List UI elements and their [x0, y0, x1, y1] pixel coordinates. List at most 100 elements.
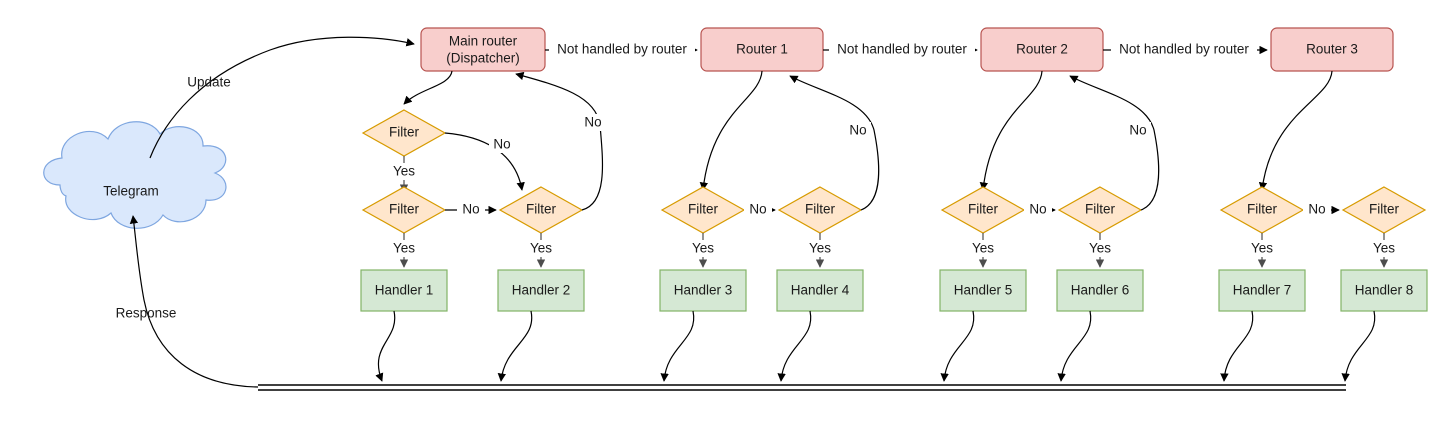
handler-node-5[interactable]: Handler 5	[939, 269, 1027, 312]
edge-handler6-to-bus	[1057, 310, 1092, 382]
handler-4-label: Handler 4	[791, 283, 850, 298]
edge-label-yes-6: Yes	[972, 241, 994, 256]
filter-3-label: Filter	[526, 202, 557, 217]
edge-label-not-handled-1: Not handled by router	[557, 42, 687, 57]
edge-label-bg-2	[829, 41, 975, 59]
edge-label-bg-yes4	[685, 240, 721, 257]
edge-filter7-no-back	[1069, 75, 1160, 211]
edge-handler8-to-bus	[1341, 310, 1376, 382]
filter-node-1[interactable]: Filter	[361, 109, 447, 157]
edge-filter5-no-back	[789, 75, 880, 211]
edge-handler1-to-bus	[375, 310, 396, 382]
edge-label-bg-yes8	[1244, 240, 1280, 257]
handler-7-box	[1218, 269, 1306, 312]
edge-filter3-no-back	[515, 71, 604, 211]
edge-label-bg-yes7	[1082, 240, 1118, 257]
filter-5-label: Filter	[805, 202, 836, 217]
telegram-cloud-node[interactable]: Telegram	[43, 121, 227, 229]
edge-handler5-to-bus	[940, 310, 975, 382]
edge-router3-to-filter8	[1258, 70, 1333, 191]
filter-node-4[interactable]: Filter	[660, 186, 746, 234]
edge-label-bg-nod	[1125, 122, 1151, 139]
edge-label-yes-5: Yes	[809, 241, 831, 256]
handler-2-box	[497, 269, 585, 312]
edge-label-bg-3	[1111, 41, 1257, 59]
filter-node-6[interactable]: Filter	[940, 186, 1026, 234]
cloud-shape	[43, 121, 227, 229]
edge-label-bg-yes5	[802, 240, 838, 257]
handler-5-box	[939, 269, 1027, 312]
edge-label-bg-noc2	[1024, 201, 1052, 218]
handler-8-box	[1340, 269, 1428, 312]
handler-node-8[interactable]: Handler 8	[1340, 269, 1428, 312]
filter-node-8[interactable]: Filter	[1219, 186, 1305, 234]
edge-label-no-c1: No	[849, 123, 866, 138]
edge-main-to-filter1	[403, 70, 453, 105]
edge-handler2-to-bus	[497, 310, 533, 382]
edge-label-yes-9: Yes	[1373, 241, 1395, 256]
filter-node-9[interactable]: Filter	[1341, 186, 1427, 234]
edge-label-bg-nob	[580, 114, 606, 131]
edge-label-no-d2: No	[1308, 202, 1325, 217]
handler-6-label: Handler 6	[1071, 283, 1130, 298]
edge-label-yes-4: Yes	[692, 241, 714, 256]
edge-response	[129, 215, 259, 388]
edge-label-bg-1	[549, 41, 695, 59]
router-main-label-line1: Main router	[449, 34, 518, 49]
edge-label-yes-1: Yes	[393, 164, 415, 179]
filter-node-5[interactable]: Filter	[777, 186, 863, 234]
handler-node-1[interactable]: Handler 1	[360, 269, 448, 312]
edge-handler7-to-bus	[1220, 310, 1254, 382]
handler-1-box	[360, 269, 448, 312]
router-1-label: Router 1	[736, 42, 788, 57]
router-2-label: Router 2	[1016, 42, 1068, 57]
filter-node-7[interactable]: Filter	[1057, 186, 1143, 234]
edge-router2-to-filter6	[979, 70, 1043, 191]
handler-1-label: Handler 1	[375, 283, 434, 298]
handler-5-label: Handler 5	[954, 283, 1013, 298]
edge-label-yes-7: Yes	[1089, 241, 1111, 256]
edge-handler3-to-bus	[660, 310, 695, 382]
handler-node-7[interactable]: Handler 7	[1218, 269, 1306, 312]
filter-9-label: Filter	[1369, 202, 1400, 217]
filter-7-label: Filter	[1085, 202, 1116, 217]
edge-label-bg-yes2	[386, 240, 422, 257]
router-node-main[interactable]: Main router (Dispatcher)	[420, 27, 546, 72]
edge-label-no-b1: No	[584, 115, 601, 130]
edge-label-bg-yes6	[965, 240, 1001, 257]
edge-label-no-a1: No	[493, 137, 510, 152]
filter-node-3[interactable]: Filter	[498, 186, 584, 234]
edge-label-bg-nod2	[1303, 201, 1331, 218]
edge-label-bg-yes1	[386, 163, 422, 180]
router-node-1[interactable]: Router 1	[700, 27, 824, 72]
handler-7-label: Handler 7	[1233, 283, 1292, 298]
edge-label-bg-noa2	[457, 201, 485, 218]
handler-2-label: Handler 2	[512, 283, 571, 298]
handler-node-3[interactable]: Handler 3	[659, 269, 747, 312]
filter-8-label: Filter	[1247, 202, 1278, 217]
edge-label-no-a2: No	[462, 202, 479, 217]
edge-label-no-b2: No	[749, 202, 766, 217]
telegram-label: Telegram	[103, 184, 159, 199]
edge-label-not-handled-2: Not handled by router	[837, 42, 967, 57]
handler-node-2[interactable]: Handler 2	[497, 269, 585, 312]
edge-label-yes-2: Yes	[393, 241, 415, 256]
handler-node-4[interactable]: Handler 4	[776, 269, 864, 312]
edge-label-bg-noa1	[489, 136, 515, 153]
edge-label-bg-yes3	[523, 240, 559, 257]
filter-node-2[interactable]: Filter	[361, 186, 447, 234]
handler-node-6[interactable]: Handler 6	[1056, 269, 1144, 312]
router-node-2[interactable]: Router 2	[980, 27, 1104, 72]
filter-6-label: Filter	[968, 202, 999, 217]
edge-label-response: Response	[116, 306, 177, 321]
edge-label-bg-noc	[845, 122, 871, 139]
handler-6-box	[1056, 269, 1144, 312]
edge-label-no-c2: No	[1029, 202, 1046, 217]
handler-4-box	[776, 269, 864, 312]
router-node-3[interactable]: Router 3	[1270, 27, 1394, 72]
handler-3-label: Handler 3	[674, 283, 733, 298]
router-3-label: Router 3	[1306, 42, 1358, 57]
edge-label-update: Update	[187, 75, 231, 90]
